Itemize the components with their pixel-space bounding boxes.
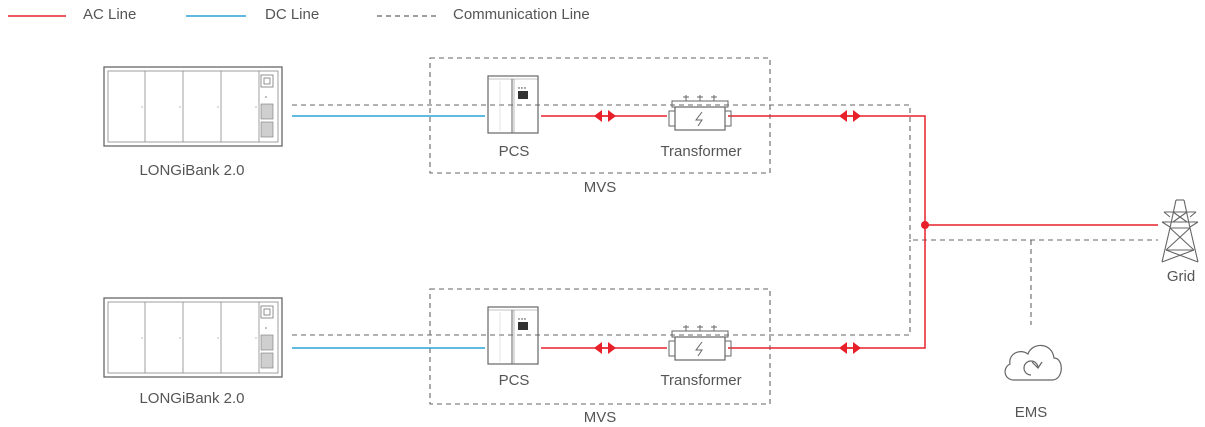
mvs-box-2: [429, 288, 771, 405]
dc-lines: [292, 115, 485, 349]
legend-ac-label: AC Line: [83, 6, 137, 23]
ac-lines: [541, 115, 1158, 349]
transformer-label: Transformer: [660, 372, 742, 389]
mvs-label: MVS: [583, 409, 617, 426]
transmission-tower-icon: [1161, 199, 1199, 263]
legend-comm-label: Communication Line: [453, 6, 590, 23]
communication-lines: [292, 104, 1158, 336]
grid-label: Grid: [1166, 268, 1196, 285]
pcs-label: PCS: [498, 143, 530, 160]
mvs-label: MVS: [583, 179, 617, 196]
battery-cabinet-icon: [103, 297, 283, 378]
transformer-label: Transformer: [660, 143, 742, 160]
transformer-icon: [668, 324, 732, 361]
transformer-icon: [668, 94, 732, 131]
legend-dc-label: DC Line: [265, 6, 320, 23]
bidirectional-arrow-icon: [838, 341, 862, 355]
bidirectional-arrow-icon: [838, 109, 862, 123]
battery-label: LONGiBank 2.0: [139, 162, 245, 179]
ems-label: EMS: [1014, 404, 1048, 421]
battery-cabinet-icon: [103, 66, 283, 147]
pcs-label: PCS: [498, 372, 530, 389]
bidirectional-arrow-icon: [593, 109, 617, 123]
battery-label: LONGiBank 2.0: [139, 390, 245, 407]
ac-junction-node: [921, 221, 929, 229]
bidirectional-arrow-icon: [593, 341, 617, 355]
cloud-sync-icon: [1004, 344, 1062, 381]
